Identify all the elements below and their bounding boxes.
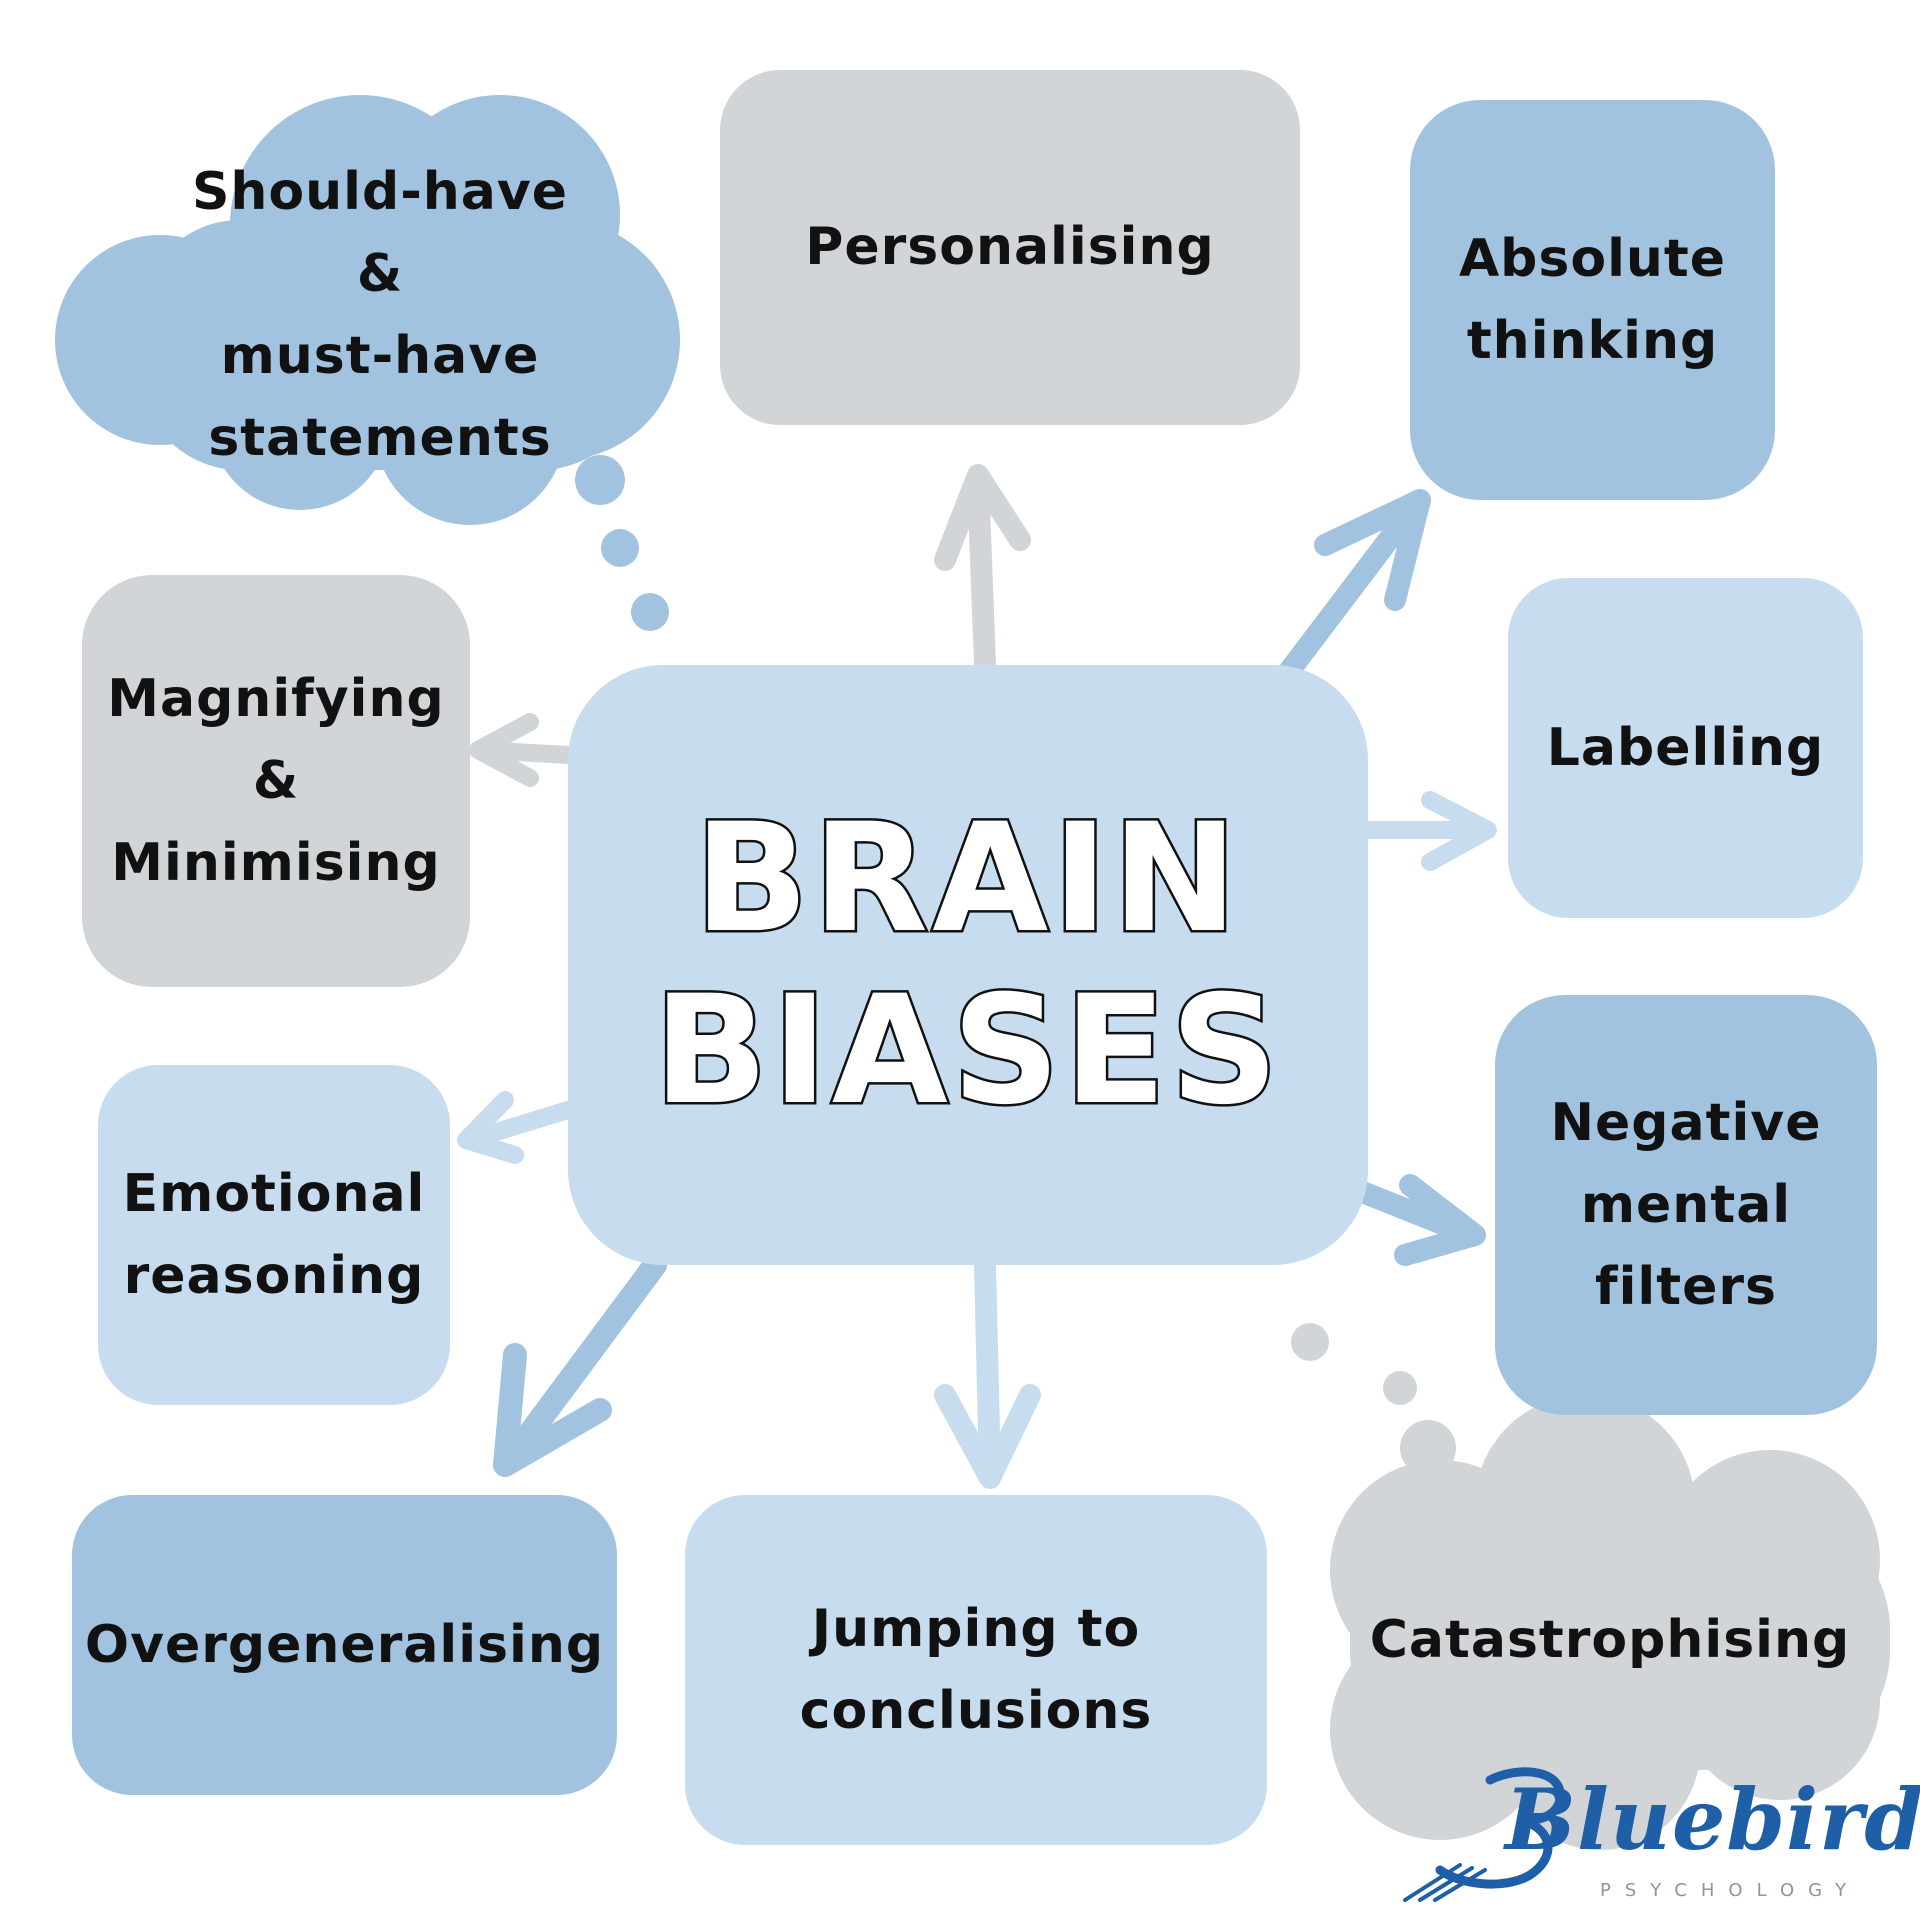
node-labelling: Labelling bbox=[1508, 578, 1863, 918]
node-jumping-to-conclusions: Jumping to conclusions bbox=[685, 1495, 1267, 1845]
arrow-to-labelling bbox=[1359, 791, 1497, 871]
node-negative-mental-filters: Negative mental filters bbox=[1495, 995, 1877, 1415]
node-emotional-reasoning: Emotional reasoning bbox=[98, 1065, 450, 1405]
arrow-to-personalising bbox=[934, 464, 1031, 676]
node-overgeneralising: Overgeneralising bbox=[72, 1495, 617, 1795]
arrow-to-overgeneralising bbox=[493, 1253, 667, 1477]
logo-name: Bluebird bbox=[1505, 1770, 1920, 1869]
bluebird-logo-icon bbox=[1403, 1767, 1565, 1902]
node-catastrophising: Catastrophising bbox=[1369, 1609, 1851, 1670]
node-absolute-thinking: Absolute thinking bbox=[1410, 100, 1775, 500]
node-magnifying-minimising: Magnifying & Minimising bbox=[82, 575, 470, 987]
logo-subtitle: PSYCHOLOGY bbox=[1600, 1880, 1861, 1901]
center-title: BRAIN BIASES bbox=[651, 790, 1283, 1140]
arrow-to-magnifying bbox=[469, 713, 577, 787]
center-box bbox=[568, 665, 1368, 1265]
arrow-to-absolute bbox=[1279, 489, 1431, 681]
node-should-have: Should-have & must-have statements bbox=[191, 161, 569, 469]
arrow-to-jumping bbox=[934, 1254, 1041, 1489]
arrow-to-negative bbox=[1334, 1174, 1486, 1266]
node-personalising: Personalising bbox=[720, 70, 1300, 425]
arrow-to-emotional bbox=[457, 1091, 577, 1164]
